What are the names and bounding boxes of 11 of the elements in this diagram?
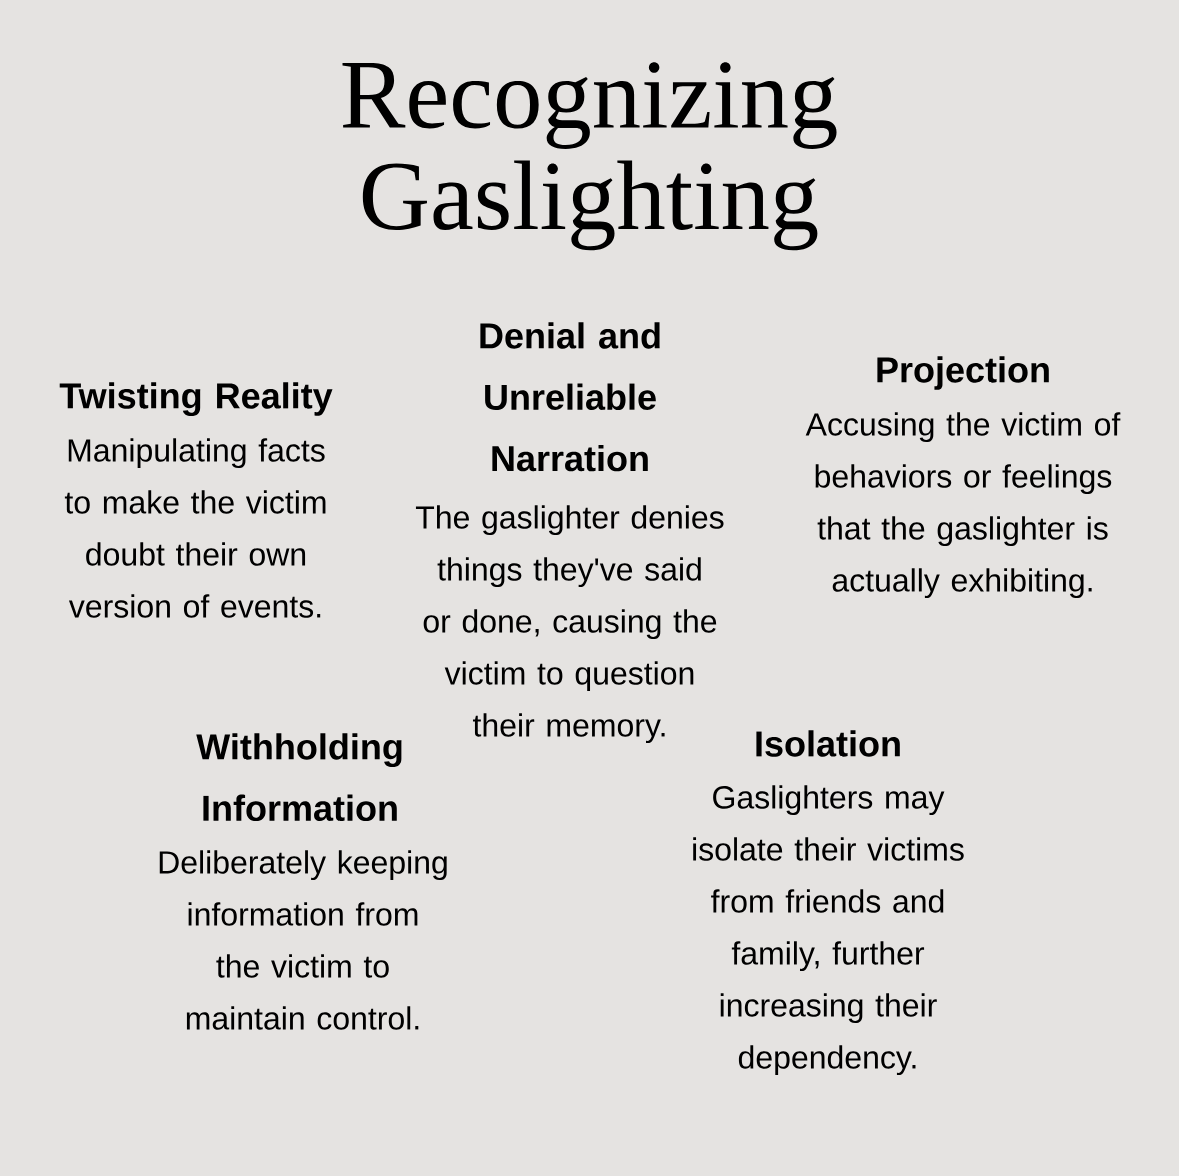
section-heading: Isolation — [756, 730, 900, 757]
description-text: Deliberately keeping information from the victim to maintain control. — [159, 850, 447, 1030]
description-text: The gaslighter denies things they've said or done, causing the victim to question their memory. — [415, 505, 724, 744]
section-heading: Projection — [877, 356, 1049, 390]
description-text: Accusing the victim of behaviors or feelings that the gaslighter is actually exhibiting. — [805, 412, 1121, 599]
title: Recognizing Gaslighting — [342, 62, 837, 251]
section-heading: Withholding Information — [196, 733, 402, 822]
section-heading: Denial and Unreliable Narration — [480, 322, 660, 472]
section-heading: Twisting Reality — [59, 382, 333, 416]
description-text: Manipulating facts to make the victim doubt their own version of events. — [64, 438, 326, 618]
description-text: Gaslighters may isolate their victims from friends and family, further increasing their dependency. — [693, 785, 964, 1076]
